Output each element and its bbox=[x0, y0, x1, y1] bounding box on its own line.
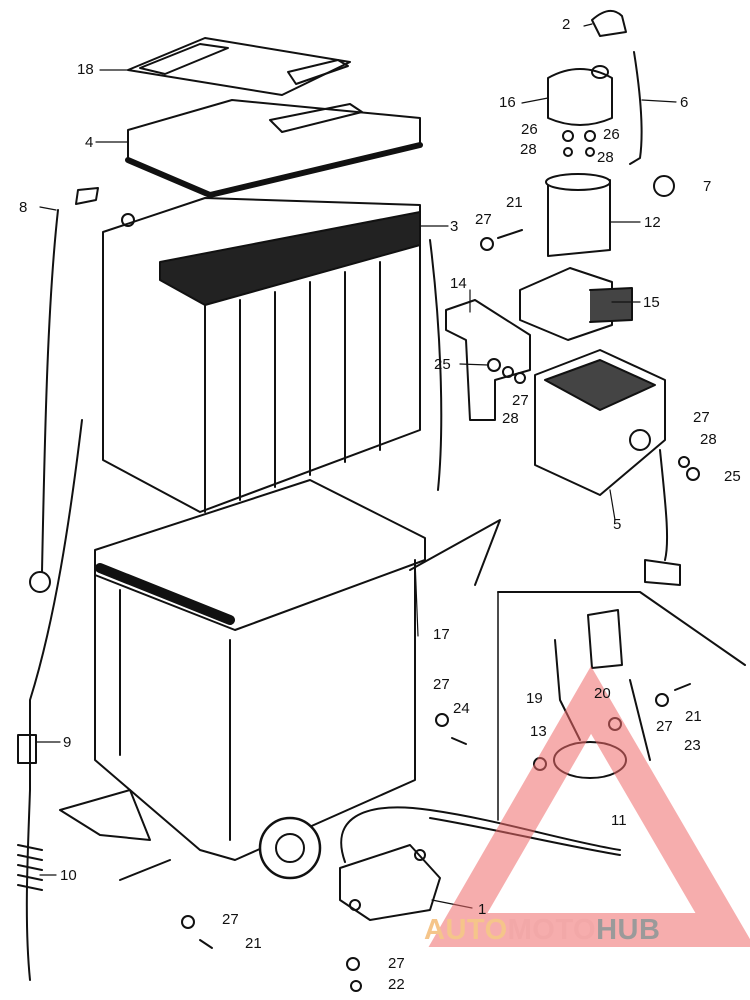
watermark-text-auto: AUTO bbox=[424, 914, 508, 946]
callout-5: 5 bbox=[613, 516, 622, 533]
callout-9: 9 bbox=[63, 734, 72, 751]
callout-21-bottom: 21 bbox=[245, 935, 262, 952]
callout-1: 1 bbox=[478, 901, 487, 918]
callout-13: 13 bbox=[530, 723, 547, 740]
callout-27-inset: 27 bbox=[656, 718, 673, 735]
callout-28-right2: 28 bbox=[700, 431, 717, 448]
cable-9-10 bbox=[17, 419, 83, 981]
battery-cable-8 bbox=[29, 187, 99, 593]
callout-10: 10 bbox=[60, 867, 77, 884]
fuse-box-5 bbox=[534, 349, 681, 586]
callout-7: 7 bbox=[703, 178, 712, 195]
callout-18: 18 bbox=[77, 61, 94, 78]
callout-19: 19 bbox=[526, 690, 543, 707]
callout-16: 16 bbox=[499, 94, 516, 111]
callout-25-mid: 25 bbox=[434, 356, 451, 373]
callout-27-mid: 27 bbox=[512, 392, 529, 409]
callout-22: 22 bbox=[388, 976, 405, 993]
watermark-logo: AUTOMOTOHUB bbox=[424, 916, 660, 945]
callout-27-bottom1: 27 bbox=[222, 911, 239, 928]
callout-21-inset: 21 bbox=[685, 708, 702, 725]
callout-21-top: 21 bbox=[506, 194, 523, 211]
callout-28-mid: 28 bbox=[502, 410, 519, 427]
watermark-text-moto: MOTO bbox=[507, 914, 597, 946]
battery-top-cover bbox=[125, 99, 423, 198]
washers bbox=[181, 130, 700, 992]
cap-2 bbox=[591, 9, 627, 37]
callout-11: 11 bbox=[611, 812, 627, 829]
battery-cover-strap bbox=[127, 37, 351, 96]
callout-27-right: 27 bbox=[693, 409, 710, 426]
callout-20: 20 bbox=[594, 685, 611, 702]
callout-4: 4 bbox=[85, 134, 94, 151]
callout-26-left: 26 bbox=[521, 121, 538, 138]
callout-8: 8 bbox=[19, 199, 28, 216]
callout-12: 12 bbox=[644, 214, 661, 231]
regulator-1 bbox=[339, 806, 621, 921]
callout-15: 15 bbox=[643, 294, 660, 311]
watermark-triangle bbox=[428, 666, 750, 947]
callout-27-top: 27 bbox=[475, 211, 492, 228]
watermark-text-hub: HUB bbox=[596, 914, 661, 946]
battery bbox=[102, 197, 443, 513]
starter-relay-12 bbox=[545, 173, 611, 257]
callout-3: 3 bbox=[450, 218, 459, 235]
callout-27-lower: 27 bbox=[433, 676, 450, 693]
callout-14: 14 bbox=[450, 275, 467, 292]
relay-cap-16 bbox=[547, 65, 613, 126]
callout-6: 6 bbox=[680, 94, 689, 111]
callout-2: 2 bbox=[562, 16, 571, 33]
rubber-mount-15 bbox=[519, 267, 633, 341]
callout-27-bottom2: 27 bbox=[388, 955, 405, 972]
callout-23: 23 bbox=[684, 737, 701, 754]
callout-17: 17 bbox=[433, 626, 450, 643]
wire-6 bbox=[629, 51, 643, 165]
callout-28-left: 28 bbox=[520, 141, 537, 158]
bracket-14 bbox=[445, 299, 531, 421]
battery-holder bbox=[59, 479, 501, 881]
callout-26-right: 26 bbox=[603, 126, 620, 143]
callout-28-right: 28 bbox=[597, 149, 614, 166]
callout-24: 24 bbox=[453, 700, 470, 717]
callout-25-right: 25 bbox=[724, 468, 741, 485]
grommet-7 bbox=[653, 175, 675, 197]
